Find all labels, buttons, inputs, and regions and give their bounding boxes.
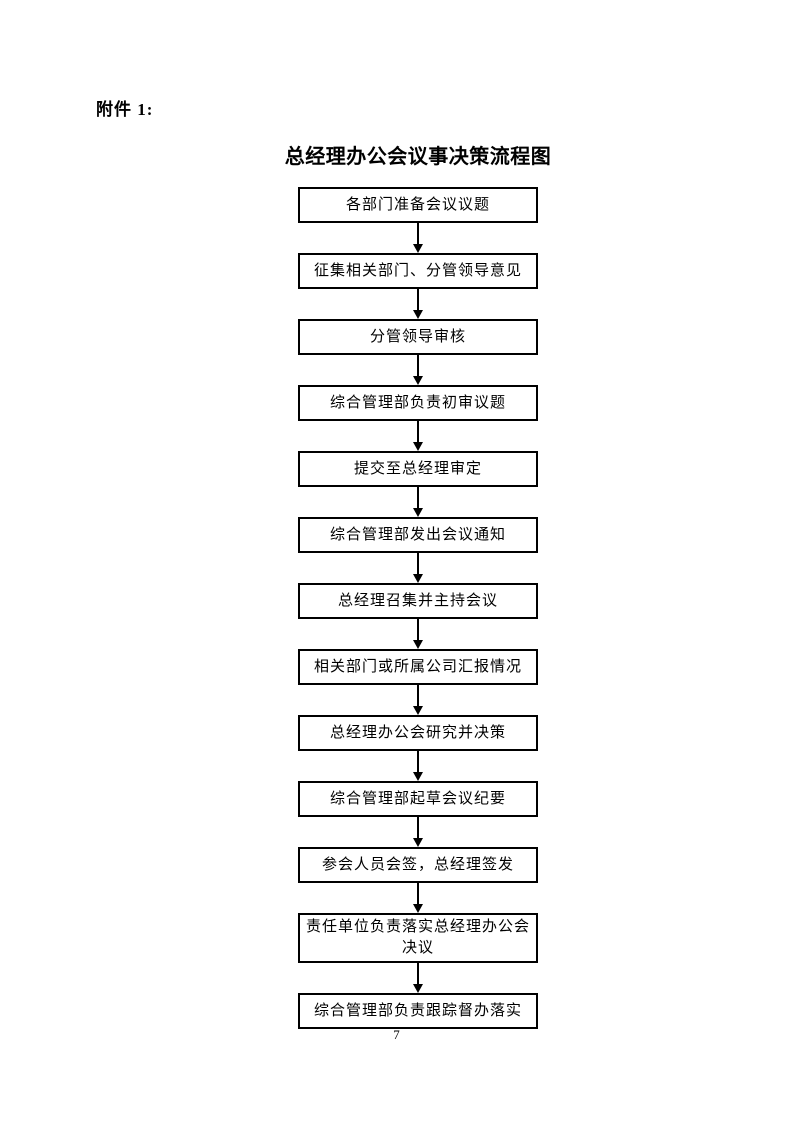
down-arrow-icon [413, 223, 423, 253]
flow-step-12: 责任单位负责落实总经理办公会决议 [298, 913, 538, 963]
down-arrow-icon [413, 355, 423, 385]
flow-step-1: 各部门准备会议议题 [298, 187, 538, 223]
down-arrow-icon [413, 963, 423, 993]
down-arrow-icon [413, 289, 423, 319]
attachment-label: 附件 1: [96, 100, 154, 119]
down-arrow-icon [413, 883, 423, 913]
flow-step-7: 总经理召集并主持会议 [298, 583, 538, 619]
flow-step-2: 征集相关部门、分管领导意见 [298, 253, 538, 289]
flow-step-3: 分管领导审核 [298, 319, 538, 355]
flow-step-9: 总经理办公会研究并决策 [298, 715, 538, 751]
flow-step-4: 综合管理部负责初审议题 [298, 385, 538, 421]
flow-step-11: 参会人员会签，总经理签发 [298, 847, 538, 883]
flow-step-13: 综合管理部负责跟踪督办落实 [298, 993, 538, 1029]
page-title: 总经理办公会议事决策流程图 [284, 146, 552, 168]
down-arrow-icon [413, 685, 423, 715]
down-arrow-icon [413, 421, 423, 451]
page-number: 7 [393, 1027, 400, 1042]
down-arrow-icon [413, 751, 423, 781]
flow-step-10: 综合管理部起草会议纪要 [298, 781, 538, 817]
down-arrow-icon [413, 487, 423, 517]
flow-step-6: 综合管理部发出会议通知 [298, 517, 538, 553]
down-arrow-icon [413, 817, 423, 847]
flowchart: 各部门准备会议议题 征集相关部门、分管领导意见 分管领导审核 综合管理部负责初审… [298, 187, 538, 1029]
flow-step-5: 提交至总经理审定 [298, 451, 538, 487]
down-arrow-icon [413, 619, 423, 649]
down-arrow-icon [413, 553, 423, 583]
flow-step-8: 相关部门或所属公司汇报情况 [298, 649, 538, 685]
